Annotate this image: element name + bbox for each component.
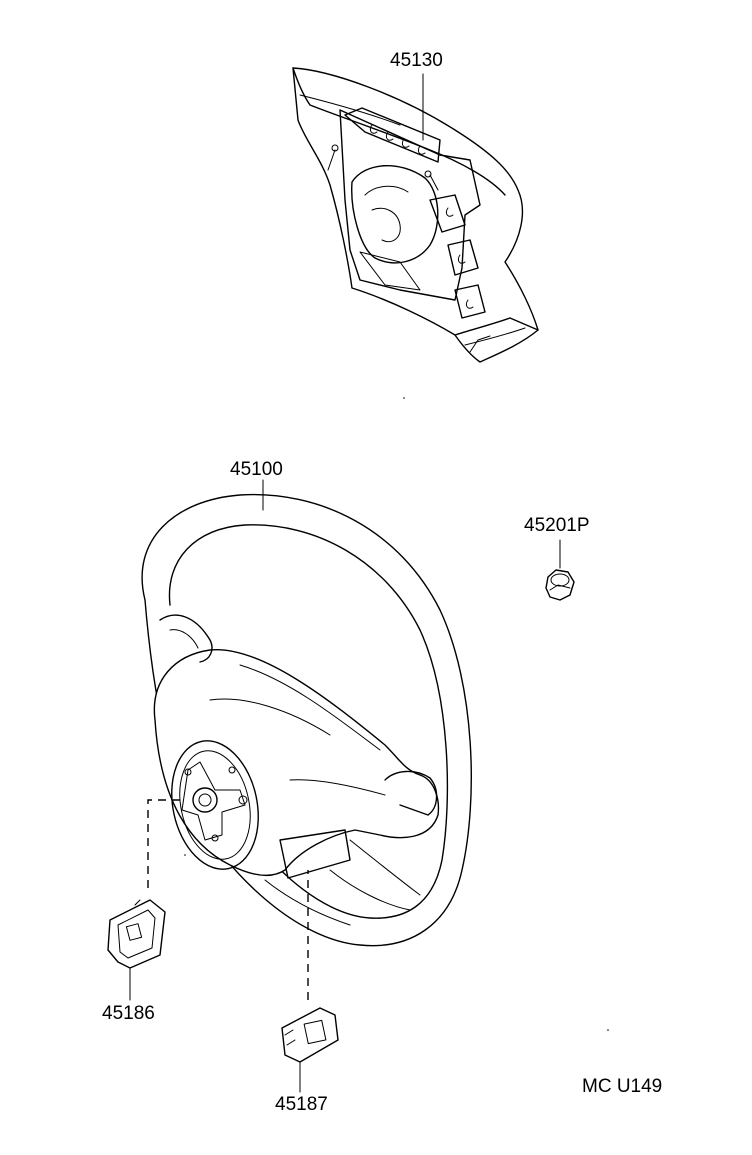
scan-speck <box>403 397 405 399</box>
diagram-code: MC U149 <box>582 1076 662 1097</box>
nut-part-number: 45201P <box>524 515 590 536</box>
airbag-part-number: 45130 <box>390 50 443 71</box>
nut <box>545 539 575 601</box>
cover-left <box>107 799 180 1001</box>
wheel-part-number: 45100 <box>230 459 283 480</box>
airbag-assembly <box>292 67 539 363</box>
cover-left-part-number: 45186 <box>102 1003 155 1024</box>
scan-speck <box>607 1029 609 1031</box>
steering-wheel <box>141 479 472 947</box>
cover-right <box>281 870 339 1093</box>
cover-right-part-number: 45187 <box>275 1094 328 1115</box>
scan-speck <box>184 854 186 856</box>
